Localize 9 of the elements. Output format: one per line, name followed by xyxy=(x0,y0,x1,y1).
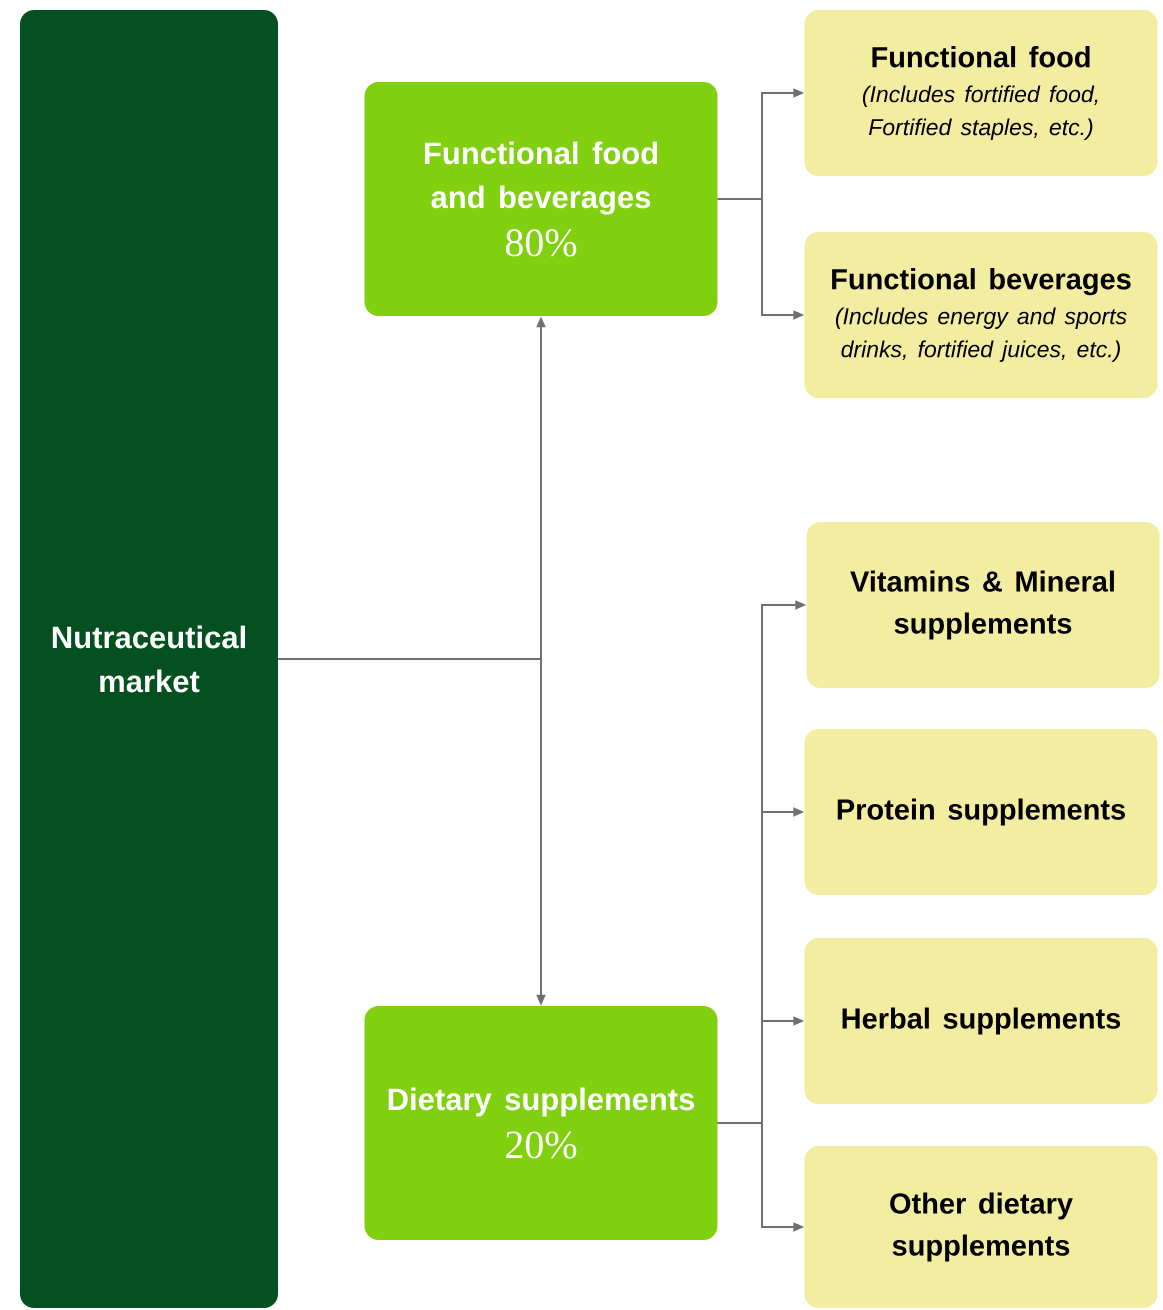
market-box: Nutraceutical market xyxy=(20,10,278,1308)
subcategory-box: Protein supplements xyxy=(804,729,1158,895)
subcategory-box: Functional food (Includes fortified food, Fortified staples, etc.) xyxy=(804,10,1158,176)
subcategory-box: Vitamins & Mineral supplements xyxy=(806,522,1160,688)
subcategory-box: Other dietary supplements xyxy=(804,1146,1158,1308)
category-box: Dietary supplements 20% xyxy=(364,1006,718,1240)
category-box: Functional food and beverages 80% xyxy=(364,82,718,316)
subcategory-box: Herbal supplements xyxy=(804,938,1158,1104)
subcategory-box: Functional beverages (Includes energy and sports drinks, fortified juices, etc.) xyxy=(804,232,1158,398)
